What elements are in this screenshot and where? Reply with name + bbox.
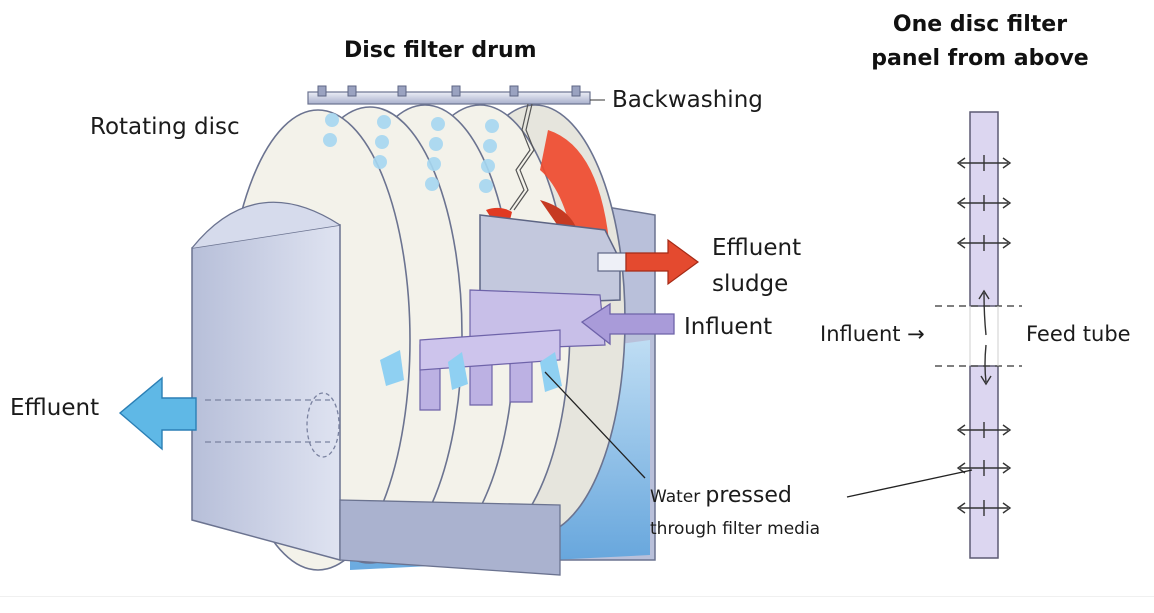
label-effluent-sludge: Effluent sludge xyxy=(712,230,801,302)
water-jets xyxy=(380,350,562,392)
effluent-outlet-arrow xyxy=(118,376,197,451)
double-headed-arrow-icon xyxy=(956,235,1012,251)
panel-top-view xyxy=(935,111,1022,559)
label-effluent-out: Effluent xyxy=(10,395,100,421)
double-headed-arrow-icons xyxy=(956,155,1012,516)
panel-title-line2: panel from above xyxy=(871,46,1089,71)
influent-inlet-arrow xyxy=(580,302,675,346)
label-influent-drum: Influent xyxy=(684,314,773,340)
label-feed-tube: Feed tube xyxy=(1026,322,1131,346)
backwash-spray-chain xyxy=(509,103,535,211)
double-headed-arrow-icon xyxy=(956,500,1012,516)
label-effluent-sludge-line2: sludge xyxy=(712,271,789,297)
water-pressed-leader xyxy=(544,371,646,479)
cropped-caption-strip xyxy=(0,596,1154,613)
feed-tube-split-arrows xyxy=(978,289,992,386)
double-headed-arrow-icon xyxy=(956,195,1012,211)
label-water-pressed-b: pressed xyxy=(705,483,792,508)
panel-leader-line xyxy=(846,469,973,498)
filter-media-spots xyxy=(323,113,499,193)
backwash-header-rail xyxy=(307,85,591,105)
panel-title-line1: One disc filter xyxy=(892,12,1068,37)
drum-title: Disc filter drum xyxy=(344,38,537,63)
double-headed-arrow-icon xyxy=(956,155,1012,171)
front-housing xyxy=(191,201,561,576)
label-backwashing: Backwashing xyxy=(612,87,763,113)
label-influent-panel: Influent → xyxy=(820,322,925,346)
label-water-pressed: Water pressed through filter media xyxy=(650,480,820,545)
label-water-pressed-line2: through filter media xyxy=(650,519,821,539)
label-rotating-disc: Rotating disc xyxy=(90,114,240,140)
double-headed-arrow-icon xyxy=(956,460,1012,476)
label-water-pressed-a: Water xyxy=(650,487,701,507)
panel-title: One disc filter panel from above xyxy=(858,8,1102,76)
label-effluent-sludge-line1: Effluent xyxy=(712,235,802,261)
double-headed-arrow-icon xyxy=(956,422,1012,438)
sludge-outlet-arrow xyxy=(625,238,700,286)
